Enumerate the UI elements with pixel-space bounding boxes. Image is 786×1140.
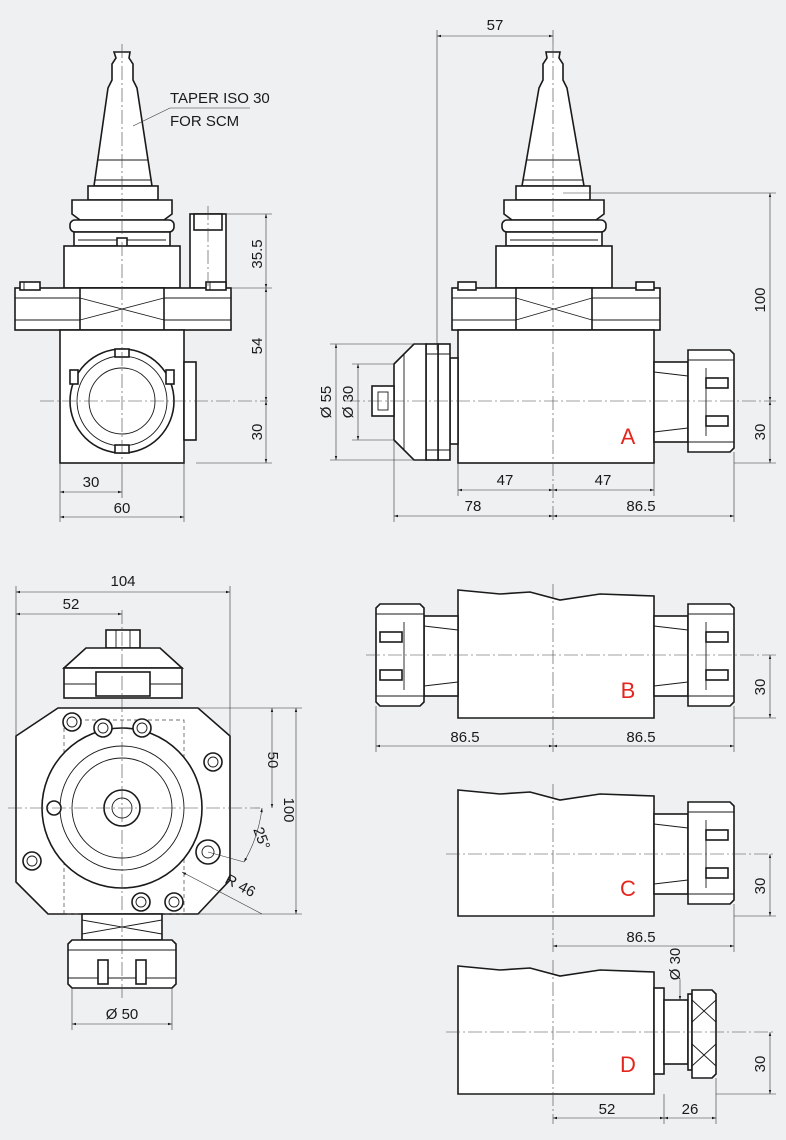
view-label-b: B	[621, 678, 636, 703]
dim-30-side: 30	[249, 424, 266, 441]
top-view	[8, 586, 302, 1030]
dim-54: 54	[249, 338, 266, 355]
taper-note-line2: FOR SCM	[170, 113, 239, 130]
dim-dia50: Ø 50	[106, 1006, 139, 1023]
dim-dia30-d: Ø 30	[667, 948, 684, 981]
dim-30-bottom: 30	[83, 474, 100, 491]
dim-86-5-c: 86.5	[626, 929, 655, 946]
view-label-d: D	[620, 1052, 636, 1077]
dim-30-b: 30	[752, 679, 769, 696]
view-a	[330, 30, 776, 522]
dim-50: 50	[264, 752, 281, 769]
dim-60: 60	[114, 500, 131, 517]
dim-dia55: Ø 55	[318, 386, 335, 419]
taper-note-line1: TAPER ISO 30	[170, 90, 270, 107]
dim-86-5-a: 86.5	[626, 498, 655, 515]
view-b	[366, 584, 776, 752]
dim-52-d: 52	[599, 1101, 616, 1118]
dim-dia30-a: Ø 30	[340, 386, 357, 419]
side-view	[14, 44, 272, 522]
view-d	[446, 960, 776, 1124]
dim-100-top: 100	[280, 797, 297, 822]
dim-30-c: 30	[752, 878, 769, 895]
dim-26-d: 26	[682, 1101, 699, 1118]
view-label-a: A	[621, 424, 636, 449]
dim-47-left: 47	[497, 472, 514, 489]
dim-47-right: 47	[595, 472, 612, 489]
dim-30-a: 30	[752, 424, 769, 441]
dim-52-top: 52	[63, 596, 80, 613]
dim-57: 57	[487, 17, 504, 34]
view-label-c: C	[620, 876, 636, 901]
view-c	[446, 784, 776, 952]
dim-86-5-b-right: 86.5	[626, 729, 655, 746]
dim-angle-25: 25°	[249, 825, 273, 852]
dim-104: 104	[110, 573, 135, 590]
dim-radius-46: R 46	[222, 871, 258, 901]
dim-35-5: 35.5	[249, 239, 266, 268]
dim-78: 78	[465, 498, 482, 515]
dim-30-d: 30	[752, 1056, 769, 1073]
dim-100-a: 100	[752, 287, 769, 312]
dim-86-5-b-left: 86.5	[450, 729, 479, 746]
